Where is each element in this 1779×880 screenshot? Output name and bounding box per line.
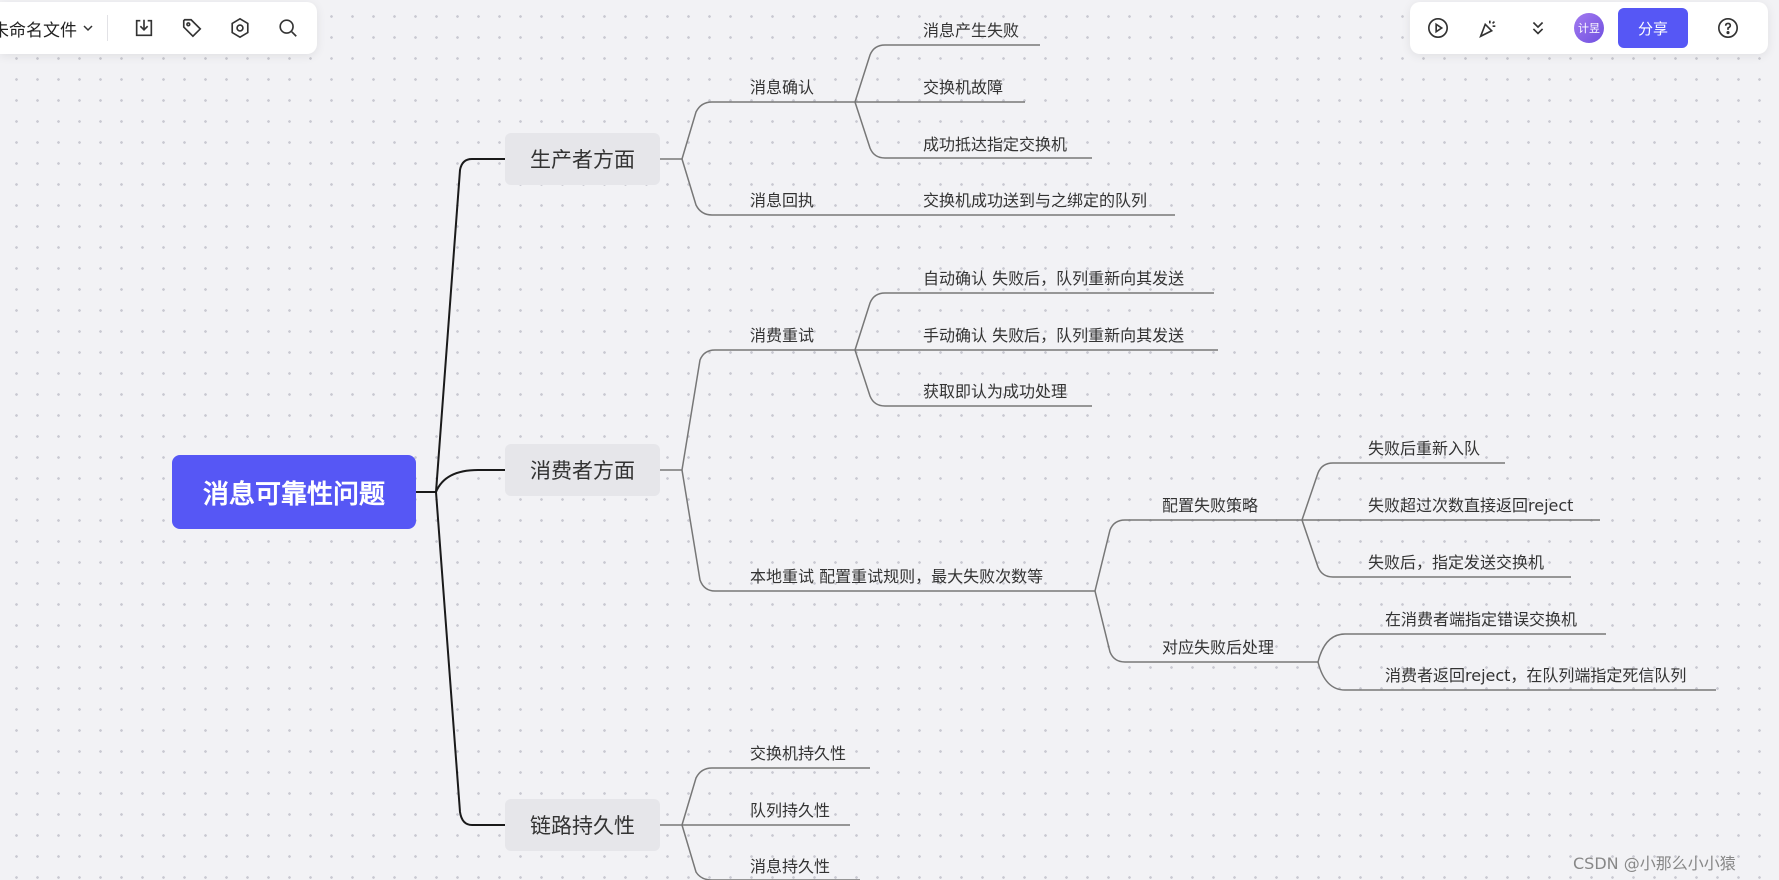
- connector-ack-item3: [854, 101, 1092, 159]
- node-retry-item-1[interactable]: 自动确认 失败后，队列重新向其发送: [923, 269, 1185, 288]
- node-handling-item-2[interactable]: 消费者返回reject，在队列端指定死信队列: [1385, 666, 1687, 685]
- node-ack-item-1[interactable]: 消息产生失败: [923, 21, 1020, 40]
- connector-consumer-retry: [681, 349, 855, 471]
- node-producer-ack[interactable]: 消息确认: [750, 78, 815, 97]
- connector-strategy-item3: [1301, 519, 1571, 578]
- connector-producer-return: [681, 158, 1175, 216]
- filename-dropdown[interactable]: 未命名文件: [0, 16, 93, 41]
- node-durability-item-2[interactable]: 队列持久性: [750, 801, 831, 820]
- download-icon[interactable]: [132, 16, 156, 40]
- settings-icon[interactable]: [228, 16, 252, 40]
- watermark: CSDN @小那么小小猿: [1573, 854, 1736, 873]
- node-durability-item-1[interactable]: 交换机持久性: [750, 744, 847, 763]
- node-retry-item-2[interactable]: 手动确认 失败后，队列重新向其发送: [923, 326, 1185, 345]
- connector-handling-item2: [1317, 661, 1716, 691]
- double-chevron-down-icon[interactable]: [1526, 16, 1550, 40]
- tag-icon[interactable]: [180, 16, 204, 40]
- branch-consumer[interactable]: 消费者方面: [505, 444, 660, 496]
- user-avatar[interactable]: 计昱: [1574, 13, 1604, 43]
- branch-producer[interactable]: 生产者方面: [505, 133, 660, 185]
- connector-handling-item1: [1317, 633, 1606, 663]
- connector-retry-item3: [854, 349, 1092, 407]
- node-strategy-item-3[interactable]: 失败后，指定发送交换机: [1368, 553, 1545, 572]
- connector-local-strategy: [1094, 519, 1302, 592]
- toolbar-right: 计昱 分享: [1410, 2, 1768, 54]
- node-ack-item-3[interactable]: 成功抵达指定交换机: [923, 135, 1068, 154]
- node-strategy-item-2[interactable]: 失败超过次数直接返回reject: [1368, 496, 1574, 515]
- root-topic[interactable]: 消息可靠性问题: [172, 455, 416, 529]
- connector-root-producer: [435, 158, 505, 493]
- node-handling-item-1[interactable]: 在消费者端指定错误交换机: [1385, 610, 1578, 629]
- node-strategy-item-1[interactable]: 失败后重新入队: [1368, 439, 1481, 458]
- toolbar-divider: [107, 15, 108, 41]
- connector-local-handling: [1094, 590, 1318, 663]
- connector-retry-item1: [854, 292, 1214, 351]
- connector-durability-item1: [681, 767, 870, 826]
- toolbar-left: 未命名文件: [0, 2, 317, 54]
- connector-ack-item1: [854, 44, 1040, 103]
- connector-strategy-item1: [1301, 462, 1505, 521]
- chevron-down-icon: [83, 25, 93, 32]
- node-consumer-local[interactable]: 本地重试 配置重试规则，最大失败次数等: [750, 567, 1044, 586]
- node-local-strategy[interactable]: 配置失败策略: [1162, 496, 1259, 515]
- node-local-handling[interactable]: 对应失败后处理: [1162, 638, 1275, 657]
- node-producer-return[interactable]: 消息回执: [750, 191, 815, 210]
- connector-root-durability: [435, 491, 505, 826]
- celebrate-icon[interactable]: [1476, 16, 1500, 40]
- search-icon[interactable]: [276, 16, 300, 40]
- share-button[interactable]: 分享: [1618, 8, 1688, 48]
- connector-root-consumer: [435, 469, 505, 493]
- node-return-item[interactable]: 交换机成功送到与之绑定的队列: [923, 191, 1148, 210]
- node-ack-item-2[interactable]: 交换机故障: [923, 78, 1004, 97]
- node-durability-item-3[interactable]: 消息持久性: [750, 857, 831, 876]
- filename-label: 未命名文件: [0, 20, 77, 41]
- connector-producer-ack: [681, 101, 855, 160]
- connector-consumer-local: [681, 469, 1095, 592]
- branch-durability[interactable]: 链路持久性: [505, 799, 660, 851]
- play-icon[interactable]: [1426, 16, 1450, 40]
- node-consumer-retry[interactable]: 消费重试: [750, 326, 815, 345]
- help-icon[interactable]: [1716, 16, 1740, 40]
- node-retry-item-3[interactable]: 获取即认为成功处理: [923, 382, 1068, 401]
